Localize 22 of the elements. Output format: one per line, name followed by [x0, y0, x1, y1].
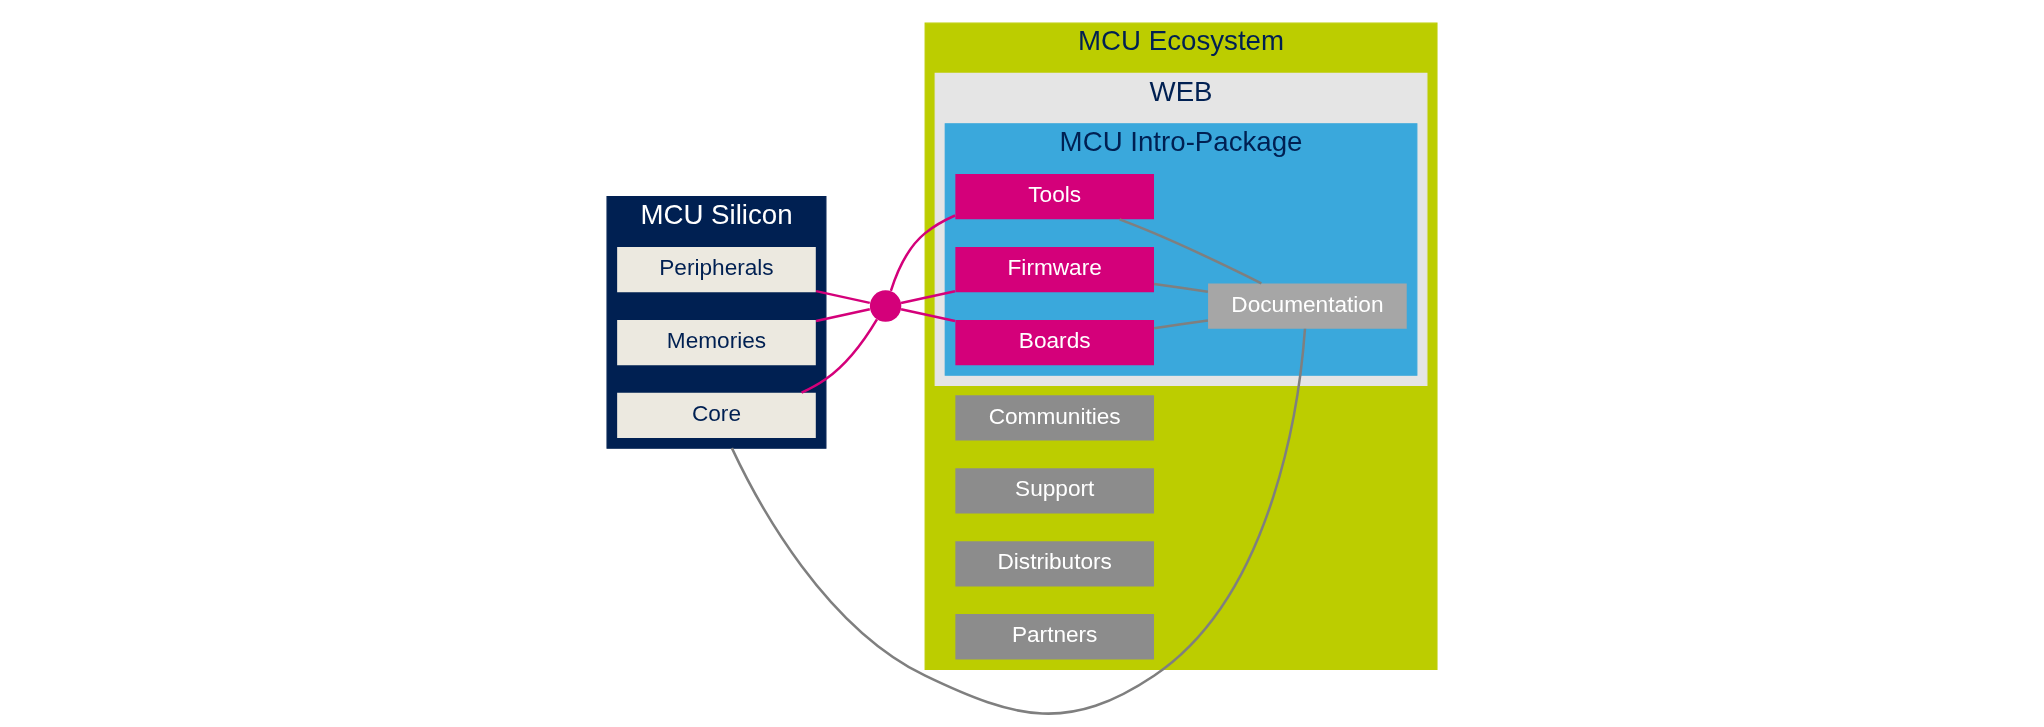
node-box: Support	[955, 468, 1154, 514]
connector	[730, 328, 1307, 715]
connector	[1153, 319, 1209, 330]
node-box: Firmware	[955, 247, 1154, 293]
connector	[1153, 282, 1209, 293]
connector	[1119, 218, 1262, 285]
node-box: Peripherals	[617, 247, 816, 293]
connector	[900, 307, 956, 323]
connector	[801, 318, 879, 394]
node-circle	[869, 290, 902, 322]
node-box: Documentation	[1208, 283, 1407, 329]
node-box: Partners	[955, 614, 1154, 660]
node-box: Boards	[955, 319, 1154, 366]
node-box: Memories	[617, 319, 816, 366]
connector	[900, 289, 956, 305]
node-box: Distributors	[955, 541, 1154, 587]
node-box: Core	[617, 392, 816, 439]
node-box: Tools	[955, 174, 1154, 220]
connector	[815, 289, 871, 305]
connector	[889, 214, 956, 292]
node-box: Communities	[955, 395, 1154, 441]
connector	[815, 308, 871, 323]
